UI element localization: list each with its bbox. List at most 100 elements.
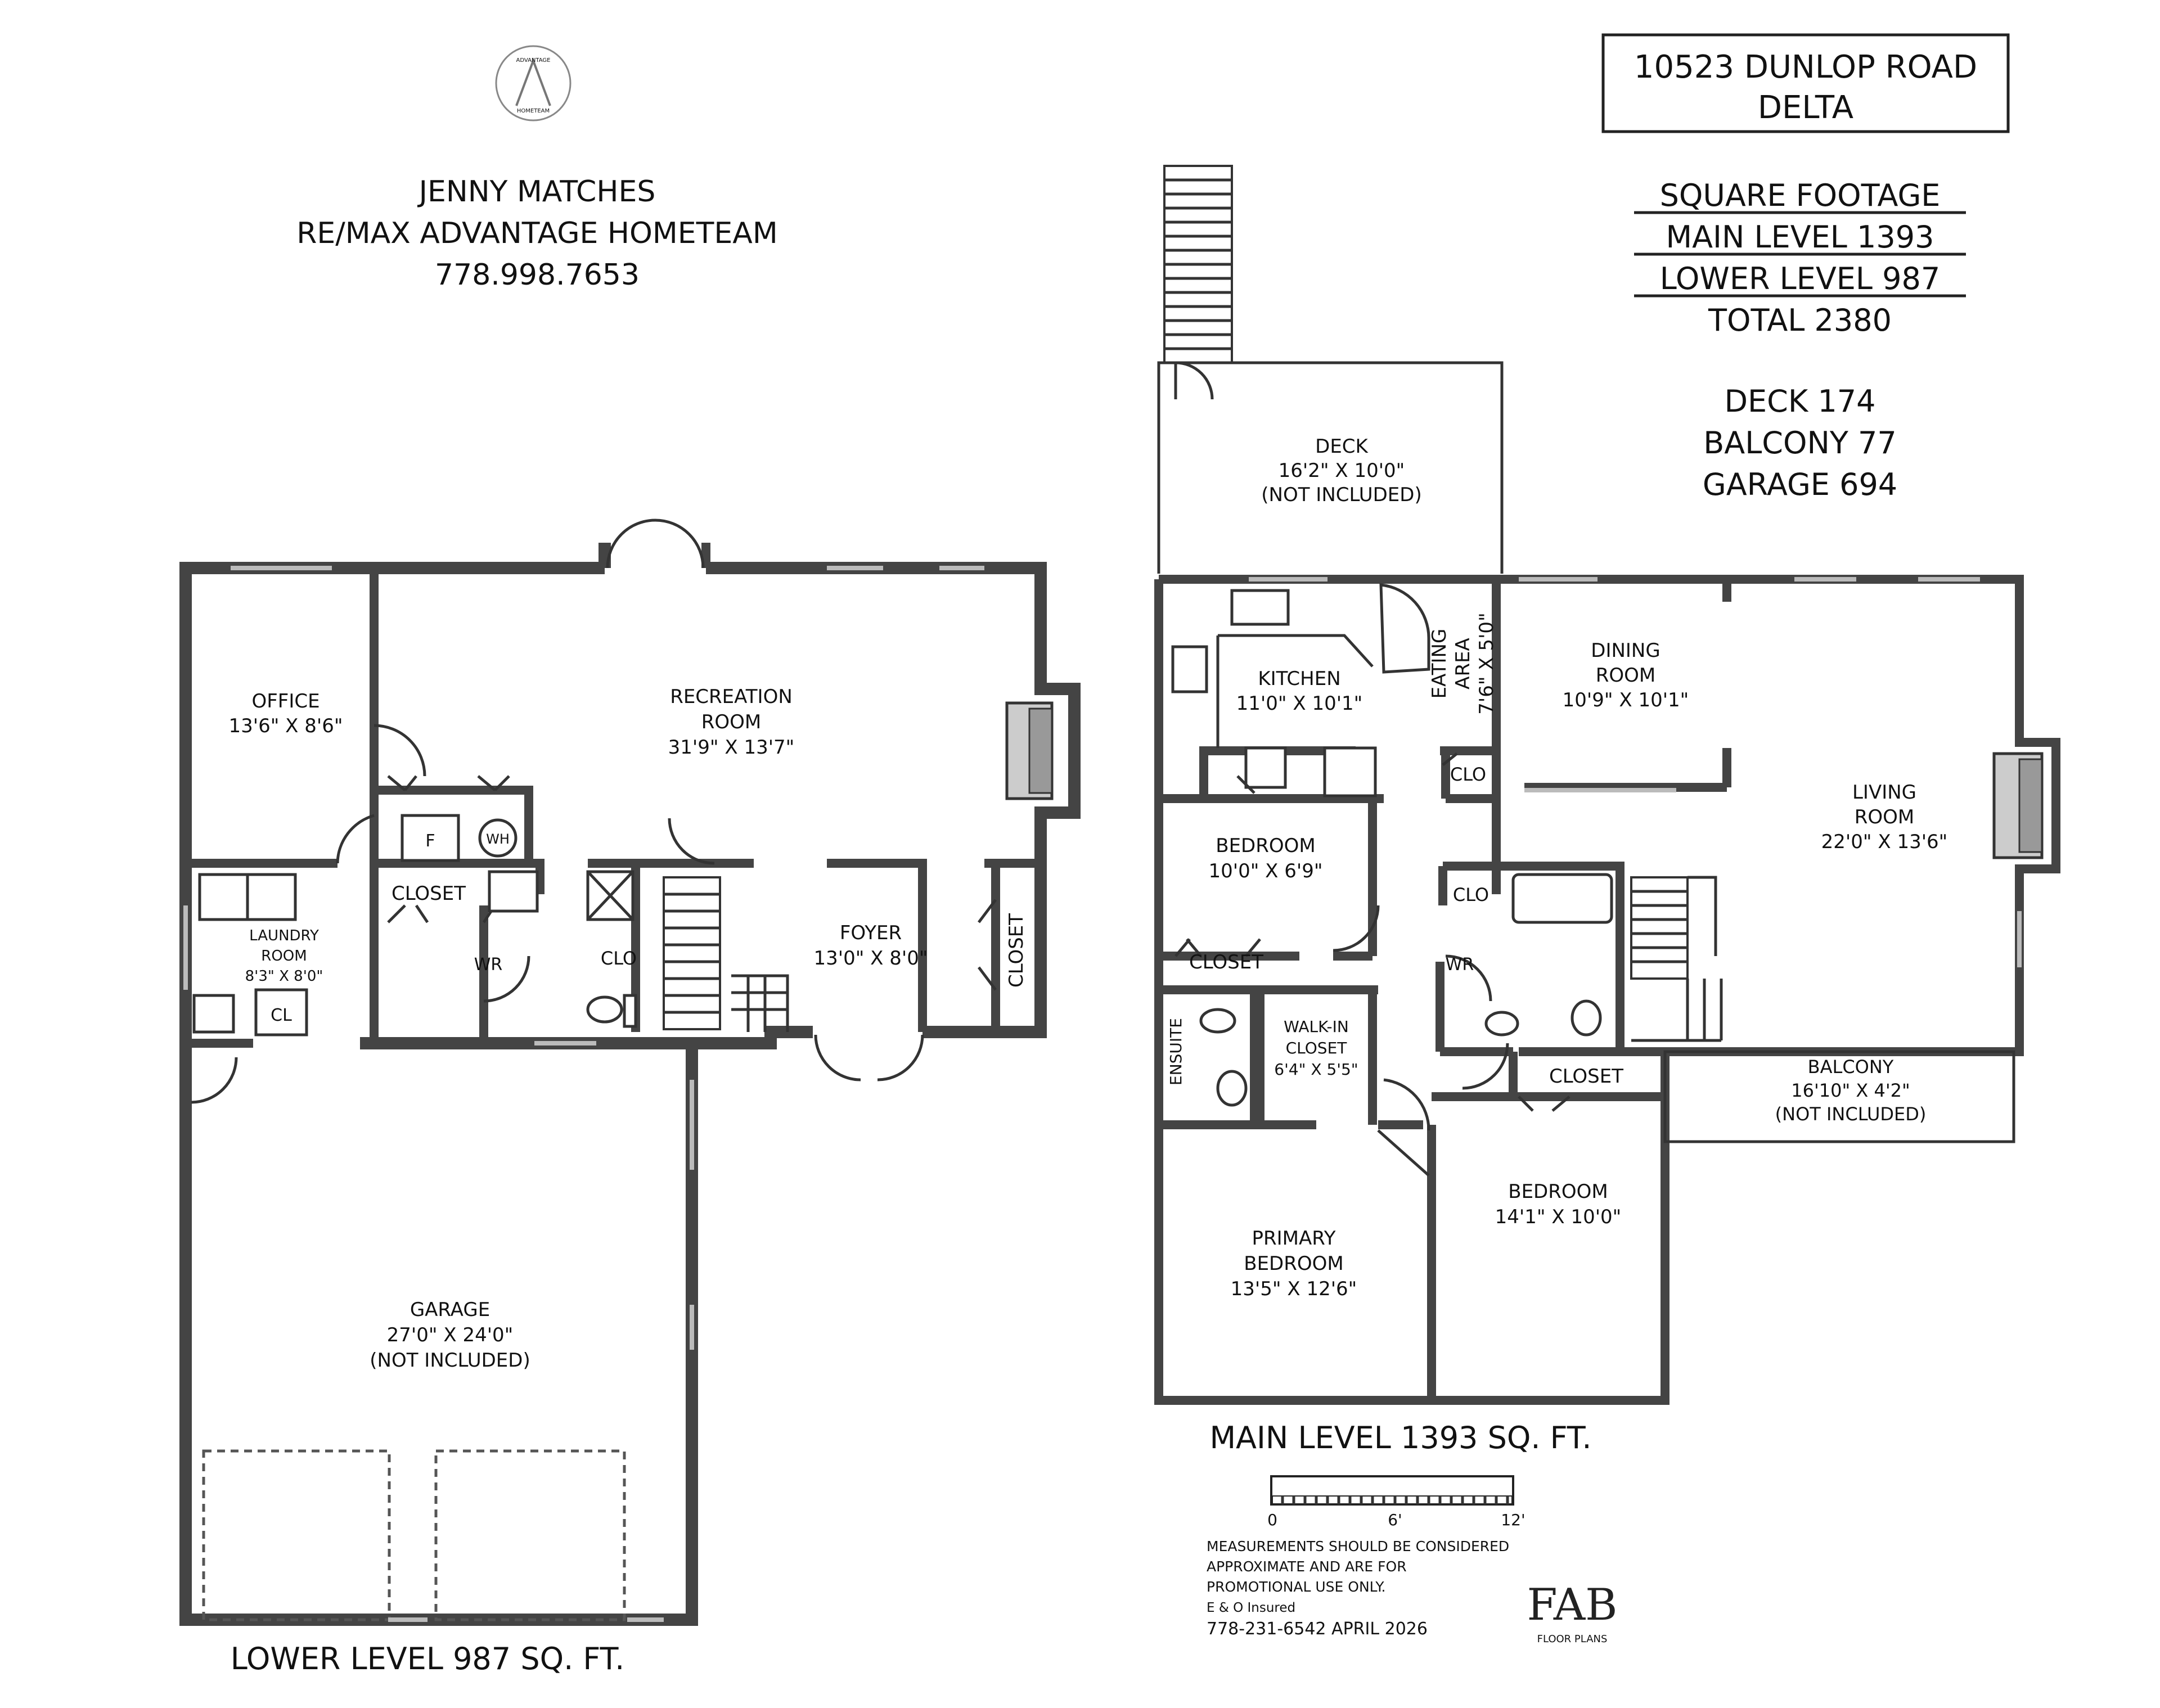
furnace-label: F	[425, 831, 435, 851]
disclaimer-line4: E & O Insured	[1207, 1601, 1295, 1615]
deck-stairs	[1163, 165, 1233, 400]
brand-sub: FLOOR PLANS	[1537, 1633, 1608, 1645]
deck-name: DECK	[1315, 435, 1369, 458]
logo-text-bottom: HOMETEAM	[517, 108, 550, 114]
bedroom1-dims: 10'0" X 6'9"	[1208, 860, 1322, 882]
sqft-lower: LOWER LEVEL 987	[1660, 261, 1940, 296]
primary-name2: BEDROOM	[1244, 1252, 1343, 1275]
agent-brokerage: RE/MAX ADVANTAGE HOMETEAM	[296, 217, 777, 250]
main-closet-label: CLOSET	[1189, 951, 1263, 974]
logo-text-top: ADVANTAGE	[516, 57, 551, 64]
kitchen-sink	[1230, 589, 1290, 626]
disclaimer-line2: APPROXIMATE AND ARE FOR	[1207, 1558, 1407, 1575]
office-dims: 13'6" X 8'6"	[228, 715, 343, 737]
laundry-sink	[192, 994, 235, 1034]
garage-name: GARAGE	[410, 1299, 490, 1321]
water-heater	[478, 818, 518, 858]
scale-tick-6: 6'	[1388, 1511, 1402, 1529]
sqft-garage: GARAGE 694	[1703, 467, 1897, 502]
water-heater-label: WH	[486, 831, 510, 847]
living-name2: ROOM	[1855, 806, 1914, 828]
deck-note: (NOT INCLUDED)	[1261, 484, 1421, 506]
kitchen-name: KITCHEN	[1258, 668, 1340, 690]
bedroom2-dims: 14'1" X 10'0"	[1495, 1206, 1622, 1228]
ensuite-label: ENSUITE	[1167, 1018, 1185, 1085]
lower-sink	[488, 870, 539, 913]
dining-name2: ROOM	[1596, 664, 1655, 687]
laundry-name1: LAUNDRY	[249, 927, 319, 944]
disclaimer-line5: 778-231-6542 APRIL 2026	[1207, 1619, 1428, 1639]
furnace	[400, 814, 460, 862]
primary-dims: 13'5" X 12'6"	[1231, 1278, 1357, 1300]
lower-cl-label: CL	[271, 1006, 292, 1025]
walkin-name1: WALK-IN	[1284, 1017, 1349, 1036]
walkin-name2: CLOSET	[1286, 1039, 1348, 1057]
foyer-closet-label: CLOSET	[1005, 913, 1028, 988]
lower-closet-label: CLOSET	[392, 882, 466, 905]
laundry-dims: 8'3" X 8'0"	[245, 968, 323, 985]
office-name: OFFICE	[251, 690, 320, 713]
main-level-caption: MAIN LEVEL 1393 SQ. FT.	[1209, 1420, 1591, 1455]
balcony-note: (NOT INCLUDED)	[1775, 1103, 1927, 1125]
sqft-total: TOTAL 2380	[1708, 303, 1892, 338]
address-line1: 10523 DUNLOP ROAD	[1634, 49, 1977, 85]
lower-toilet	[586, 995, 623, 1024]
sqft-balcony: BALCONY 77	[1703, 425, 1897, 461]
dining-dims: 10'9" X 10'1"	[1563, 689, 1689, 711]
garage-note: (NOT INCLUDED)	[370, 1349, 530, 1372]
eating-name2: AREA	[1452, 638, 1474, 689]
lower-level-plan: F WH OFFICE 13'6" X 8'6" RECREATION ROOM…	[179, 519, 1081, 1677]
washer	[198, 873, 249, 921]
recreation-name2: ROOM	[701, 711, 761, 733]
dining-name1: DINING	[1591, 639, 1660, 662]
kitchen-dims: 11'0" X 10'1"	[1236, 692, 1363, 715]
living-name1: LIVING	[1852, 781, 1916, 804]
main-sink	[1484, 1011, 1519, 1036]
lower-level-caption: LOWER LEVEL 987 SQ. FT.	[231, 1641, 625, 1677]
laundry-name2: ROOM	[261, 948, 307, 965]
eating-name1: EATING	[1428, 629, 1451, 699]
walkin-dims: 6'4" X 5'5"	[1274, 1060, 1358, 1079]
balcony-outline	[1663, 1050, 2015, 1143]
ensuite-toilet	[1199, 1008, 1236, 1034]
range	[1244, 746, 1287, 789]
bathtub	[1511, 873, 1613, 924]
main-stairs	[1630, 876, 1723, 1042]
scale-tick-12: 12'	[1501, 1511, 1525, 1529]
ensuite-sink	[1216, 1070, 1248, 1107]
lower-stairs	[663, 876, 789, 1032]
lower-clo-label: CLO	[601, 948, 637, 969]
balcony-name: BALCONY	[1808, 1056, 1894, 1078]
scale-bar: 0 6' 12'	[1267, 1475, 1526, 1529]
bedroom2-name: BEDROOM	[1508, 1180, 1608, 1203]
main-closet2-label: CLOSET	[1549, 1065, 1623, 1088]
foyer-name: FOYER	[840, 922, 902, 944]
main-wr-label: WR	[1446, 955, 1474, 975]
brand-logo: FAB FLOOR PLANS	[1527, 1580, 1618, 1645]
dryer	[246, 873, 297, 921]
fridge	[1171, 645, 1208, 693]
living-dims: 22'0" X 13'6"	[1821, 831, 1948, 853]
scale-tick-0: 0	[1267, 1511, 1277, 1529]
lower-wr-label: WR	[474, 955, 503, 975]
main-level-plan: DECK 16'2" X 10'0" (NOT INCLUDED) KITCHE…	[1154, 165, 2060, 1455]
agent-block: JENNY MATCHES RE/MAX ADVANTAGE HOMETEAM …	[296, 175, 777, 292]
sqft-heading: SQUARE FOOTAGE	[1660, 178, 1941, 213]
recreation-dims: 31'9" X 13'7"	[668, 736, 795, 759]
deck-dims: 16'2" X 10'0"	[1279, 459, 1405, 482]
main-toilet	[1570, 999, 1602, 1036]
agent-name: JENNY MATCHES	[417, 175, 656, 209]
logo: ADVANTAGE HOMETEAM	[495, 45, 572, 121]
balcony-dims: 16'10" X 4'2"	[1791, 1080, 1910, 1101]
address-line2: DELTA	[1758, 89, 1853, 126]
disclaimer-line1: MEASUREMENTS SHOULD BE CONSIDERED	[1207, 1538, 1509, 1554]
disclaimer-line3: PROMOTIONAL USE ONLY.	[1207, 1579, 1385, 1595]
main-clo2-label: CLO	[1453, 884, 1489, 905]
main-clo-label: CLO	[1450, 764, 1486, 785]
recreation-name1: RECREATION	[670, 686, 793, 708]
agent-phone: 778.998.7653	[435, 258, 640, 292]
square-footage-summary: SQUARE FOOTAGE MAIN LEVEL 1393 LOWER LEV…	[1634, 178, 1966, 502]
foyer-dims: 13'0" X 8'0"	[813, 947, 928, 970]
sqft-main: MAIN LEVEL 1393	[1666, 219, 1934, 255]
